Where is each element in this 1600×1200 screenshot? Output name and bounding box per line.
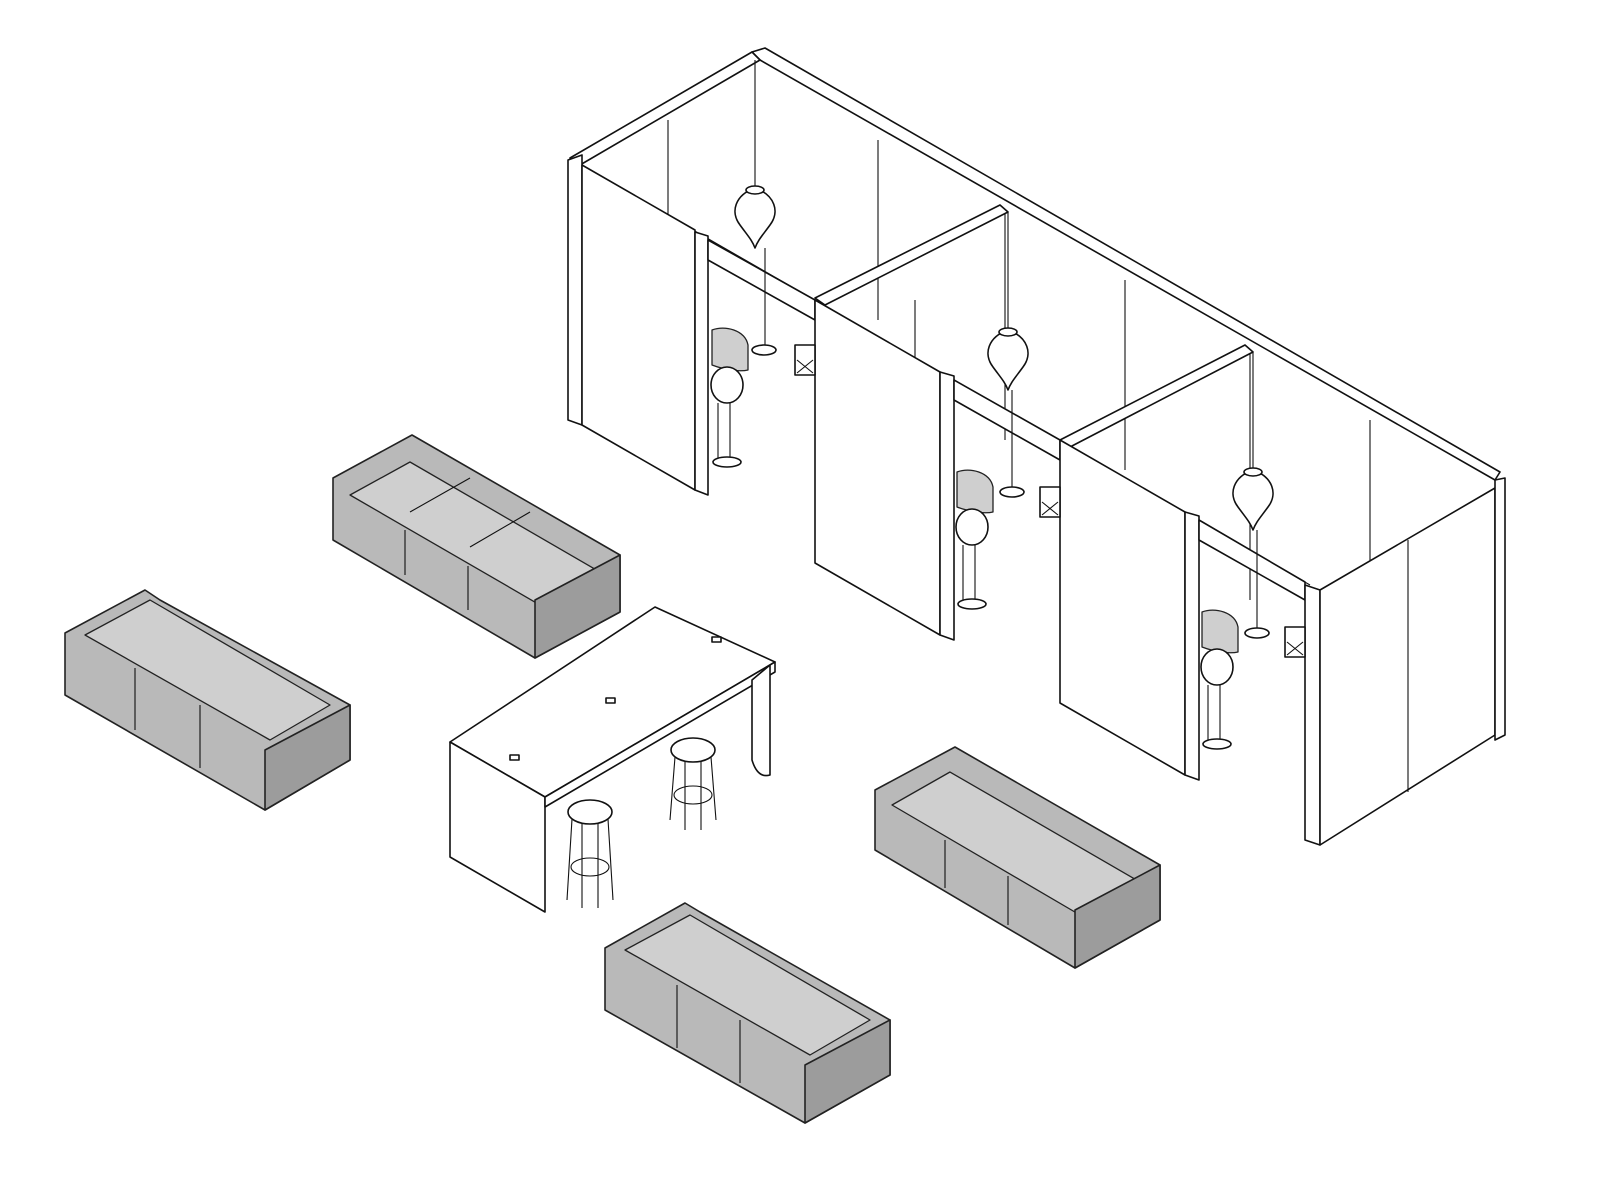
booth-1-post xyxy=(694,231,709,496)
sofa-seat xyxy=(84,599,331,741)
sofa-arm xyxy=(264,704,351,811)
booth-chair xyxy=(1201,609,1239,654)
booth-3-panel xyxy=(1059,439,1186,776)
sofa-arm xyxy=(804,1019,891,1124)
sofa-arm xyxy=(1074,864,1161,969)
booth-chair xyxy=(711,327,749,372)
power-outlet xyxy=(509,754,520,761)
floor-lamp-base xyxy=(1244,627,1270,639)
divider-rail-1 xyxy=(814,204,1009,306)
booth-3-opening-rail xyxy=(1198,519,1306,601)
booth-3-interior xyxy=(1200,352,1306,750)
sofa-right xyxy=(874,746,1161,969)
table-far-leg xyxy=(751,664,771,777)
booth-3-post xyxy=(1184,511,1200,781)
sofa-top xyxy=(332,434,621,659)
booth-desk xyxy=(1284,626,1306,658)
sofa-arm xyxy=(534,554,621,659)
booth-chair-seat xyxy=(710,366,744,404)
pendant-lamp-icon xyxy=(734,187,776,249)
stool-front xyxy=(566,799,614,908)
floor-lamp-base xyxy=(751,344,777,356)
sofa-left xyxy=(64,589,351,811)
stool-seat xyxy=(670,737,716,763)
post-right-back xyxy=(1494,477,1506,741)
stool-seat xyxy=(567,799,613,825)
booth-chair xyxy=(956,469,994,514)
booth-1-opening-rail xyxy=(707,239,816,321)
table-edge xyxy=(544,661,776,808)
booth-2-post xyxy=(939,371,955,641)
post-left xyxy=(567,154,583,426)
pendant-lamp-icon xyxy=(1232,469,1274,531)
booth-1-panel xyxy=(581,164,696,491)
booth-2-interior xyxy=(955,212,1061,610)
pendant-lamp-icon xyxy=(987,329,1029,391)
booth-desk xyxy=(794,344,816,376)
booth-2-opening-rail xyxy=(953,379,1061,461)
booth-1-interior xyxy=(710,60,816,468)
table-end-panel xyxy=(449,741,546,913)
power-outlet xyxy=(605,697,616,704)
sofa-bottom xyxy=(604,902,891,1124)
high-table xyxy=(449,606,776,913)
booth-desk xyxy=(1039,486,1061,518)
sofa-seat xyxy=(624,914,871,1056)
booth-row xyxy=(567,47,1506,846)
booth-2-panel xyxy=(814,299,941,636)
divider-rail-2 xyxy=(1059,344,1254,448)
post-right-front xyxy=(1304,584,1321,846)
stool-back xyxy=(669,737,717,830)
left-top-rail xyxy=(569,51,761,166)
floor-lamp-base xyxy=(999,486,1025,498)
power-outlet xyxy=(711,636,722,643)
lamp-cap xyxy=(745,185,765,195)
